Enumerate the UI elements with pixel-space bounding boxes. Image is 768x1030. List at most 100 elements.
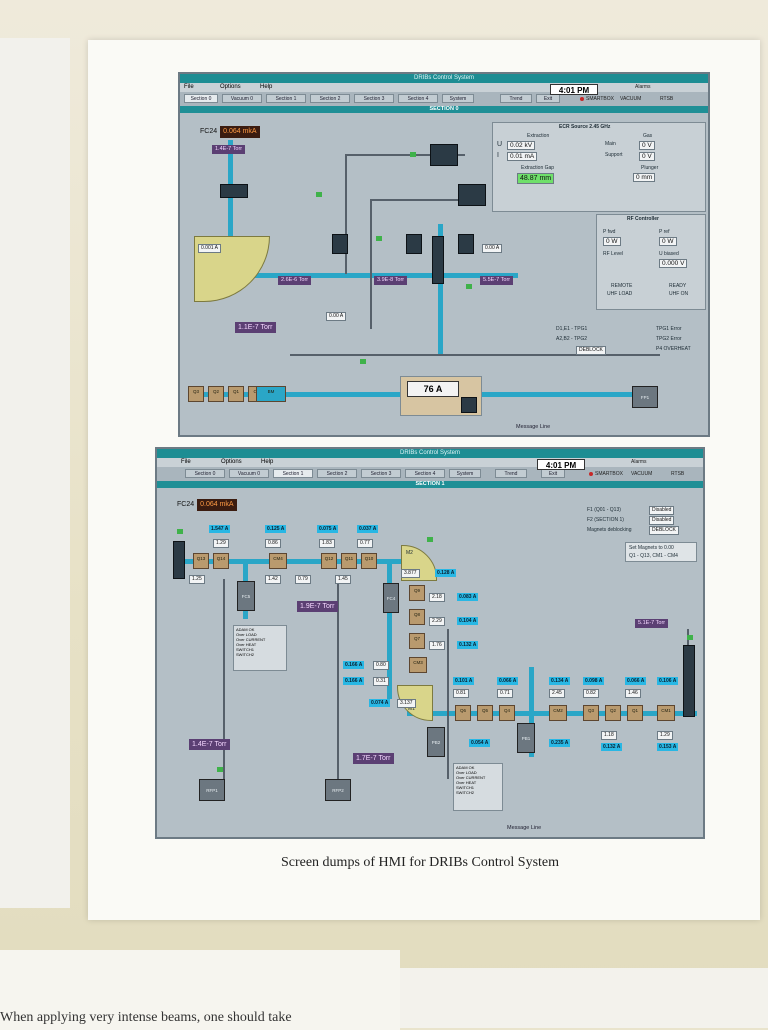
alarm-vacuum[interactable]: VACUUM bbox=[620, 96, 642, 102]
alarm-rtsb[interactable]: RTSB bbox=[671, 471, 685, 477]
setpoint-value[interactable]: 2.18 bbox=[429, 593, 445, 602]
setpoint-value[interactable]: 0.81 bbox=[453, 689, 469, 698]
setpoint-value[interactable]: 3.877 bbox=[401, 569, 420, 578]
tab-section-2[interactable]: Section 2 bbox=[310, 94, 350, 103]
setpoint-value[interactable]: 1.76 bbox=[429, 641, 445, 650]
quadrupole-magnet[interactable]: Q5 bbox=[477, 705, 493, 721]
deblock-button[interactable]: DEBLOCK bbox=[649, 526, 679, 535]
menu-file[interactable]: File bbox=[181, 459, 191, 465]
alarm-smartbox[interactable]: SMARTBOX bbox=[580, 96, 614, 102]
plunger-value: 0 mm bbox=[633, 173, 656, 182]
signal-wire bbox=[337, 579, 339, 789]
deblock-button[interactable]: DEBLOCK bbox=[576, 346, 606, 355]
setpoint-value[interactable]: 1.46 bbox=[625, 689, 641, 698]
menu-options[interactable]: Options bbox=[220, 84, 241, 90]
switch-f1-state[interactable]: Disabled bbox=[649, 506, 675, 515]
ready-label: READY bbox=[669, 283, 687, 289]
faraday-cup-fc5[interactable]: FC5 bbox=[237, 581, 255, 611]
set-magnets-button[interactable]: Set Magnets to 0.00 Q1 - Q13, CM1 - CM4 bbox=[625, 542, 697, 562]
setpoint-value[interactable]: 2.45 bbox=[549, 689, 565, 698]
probe-pb2[interactable]: PB2 bbox=[427, 727, 445, 757]
setpoint-value[interactable]: 0.77 bbox=[357, 539, 373, 548]
tab-section-1[interactable]: Section 1 bbox=[273, 469, 313, 478]
switch-f2-state[interactable]: Disabled bbox=[649, 516, 675, 525]
menu-help[interactable]: Help bbox=[261, 459, 274, 465]
setpoint-value[interactable]: 1.29 bbox=[213, 539, 229, 548]
quadrupole-magnet[interactable]: Q8 bbox=[409, 609, 425, 625]
menu-file[interactable]: File bbox=[184, 84, 194, 90]
quadrupole-magnet[interactable]: Q6 bbox=[455, 705, 471, 721]
menu-help[interactable]: Help bbox=[260, 84, 273, 90]
quadrupole-magnet[interactable]: Q10 bbox=[361, 553, 377, 569]
beam-pipe-horizontal bbox=[228, 273, 518, 278]
faraday-cup-fc4[interactable]: FC4 bbox=[383, 583, 399, 613]
setpoint-value[interactable]: 0.80 bbox=[373, 661, 389, 670]
quadrupole-magnet[interactable]: Q13 bbox=[193, 553, 209, 569]
quadrupole-magnet[interactable]: Q9 bbox=[409, 585, 425, 601]
corrector-magnet[interactable]: CM4 bbox=[269, 553, 287, 569]
setpoint-value[interactable]: 1.18 bbox=[601, 731, 617, 740]
tab-system[interactable]: System bbox=[442, 94, 474, 103]
quadrupole-magnet[interactable]: Q3 bbox=[583, 705, 599, 721]
tab-system[interactable]: System bbox=[449, 469, 481, 478]
tab-section-3[interactable]: Section 3 bbox=[354, 94, 394, 103]
corrector-magnet[interactable]: CM3 bbox=[409, 657, 427, 673]
alarm-smartbox[interactable]: SMARTBOX bbox=[589, 471, 623, 477]
current-readout: 0.166 A bbox=[343, 661, 365, 669]
setpoint-value[interactable]: 1.42 bbox=[265, 575, 281, 584]
probe-pb1[interactable]: PB1 bbox=[517, 723, 535, 753]
quadrupole-magnet[interactable]: Q2 bbox=[208, 386, 224, 402]
quadrupole-magnet[interactable]: Q7 bbox=[409, 633, 425, 649]
gauge-indicator bbox=[173, 541, 185, 579]
quadrupole-magnet[interactable]: Q1 bbox=[228, 386, 244, 402]
tab-section-3[interactable]: Section 3 bbox=[361, 469, 401, 478]
quadrupole-magnet[interactable]: Q11 bbox=[341, 553, 357, 569]
current-readout: 0.066 A bbox=[625, 677, 647, 685]
setpoint-value[interactable]: 1.29 bbox=[657, 731, 673, 740]
setpoint-value[interactable]: 1.45 bbox=[335, 575, 351, 584]
tab-trend[interactable]: Trend bbox=[495, 469, 527, 478]
bottom-paper-text: When applying very intense beams, one sh… bbox=[0, 1010, 292, 1025]
setpoint-value[interactable]: 0.71 bbox=[497, 689, 513, 698]
tab-exit[interactable]: Exit bbox=[536, 94, 560, 103]
tab-trend[interactable]: Trend bbox=[500, 94, 532, 103]
quadrupole-magnet[interactable]: Q4 bbox=[499, 705, 515, 721]
alarm-rtsb[interactable]: RTSB bbox=[660, 96, 674, 102]
setpoint-value[interactable]: 2.29 bbox=[429, 617, 445, 626]
corrector-magnet[interactable]: CM1 bbox=[657, 705, 675, 721]
menu-options[interactable]: Options bbox=[221, 459, 242, 465]
power-switch-icon[interactable] bbox=[461, 397, 477, 413]
profile-monitor-rfp2[interactable]: RFP2 bbox=[325, 779, 351, 801]
magnet-power-supply[interactable]: 76 A bbox=[400, 376, 482, 416]
quadrupole-magnet[interactable]: Q1 bbox=[627, 705, 643, 721]
profile-monitor-fp1[interactable]: FP1 bbox=[632, 386, 658, 408]
tab-section-1[interactable]: Section 1 bbox=[266, 94, 306, 103]
main-label: Main bbox=[605, 141, 616, 147]
setpoint-value[interactable]: 1.25 bbox=[189, 575, 205, 584]
setpoint-value[interactable]: 3.137 bbox=[397, 699, 416, 708]
setpoint-value[interactable]: 0.31 bbox=[373, 677, 389, 686]
setpoint-value[interactable]: 0.86 bbox=[265, 539, 281, 548]
alarm-vacuum[interactable]: VACUUM bbox=[631, 471, 653, 477]
tab-vacuum-0[interactable]: Vacuum 0 bbox=[229, 469, 269, 478]
quadrupole-magnet[interactable]: Q2 bbox=[605, 705, 621, 721]
corrector-magnet[interactable]: CM2 bbox=[549, 705, 567, 721]
setpoint-value[interactable]: 0.79 bbox=[295, 575, 311, 584]
ecr-title: ECR Source 2.45 GHz bbox=[559, 124, 611, 130]
tab-vacuum-0[interactable]: Vacuum 0 bbox=[222, 94, 262, 103]
setpoint-value[interactable]: 1.83 bbox=[319, 539, 335, 548]
tab-section-4[interactable]: Section 4 bbox=[398, 94, 438, 103]
tab-section-0[interactable]: Section 0 bbox=[185, 469, 225, 478]
tab-section-0[interactable]: Section 0 bbox=[184, 94, 218, 103]
quadrupole-magnet[interactable]: Q12 bbox=[321, 553, 337, 569]
tab-section-2[interactable]: Section 2 bbox=[317, 469, 357, 478]
setpoint-value[interactable]: 0.82 bbox=[583, 689, 599, 698]
tab-section-4[interactable]: Section 4 bbox=[405, 469, 445, 478]
quadrupole-magnet[interactable]: Q14 bbox=[213, 553, 229, 569]
bending-magnet-bm[interactable]: BM bbox=[256, 386, 286, 402]
beam-pipe-branch bbox=[438, 224, 443, 354]
gap-label: Extraction Gap bbox=[521, 165, 555, 171]
profile-monitor-rfp1[interactable]: RFP1 bbox=[199, 779, 225, 801]
quadrupole-magnet[interactable]: Q3 bbox=[188, 386, 204, 402]
current-readout: 0.128 A bbox=[435, 569, 457, 577]
